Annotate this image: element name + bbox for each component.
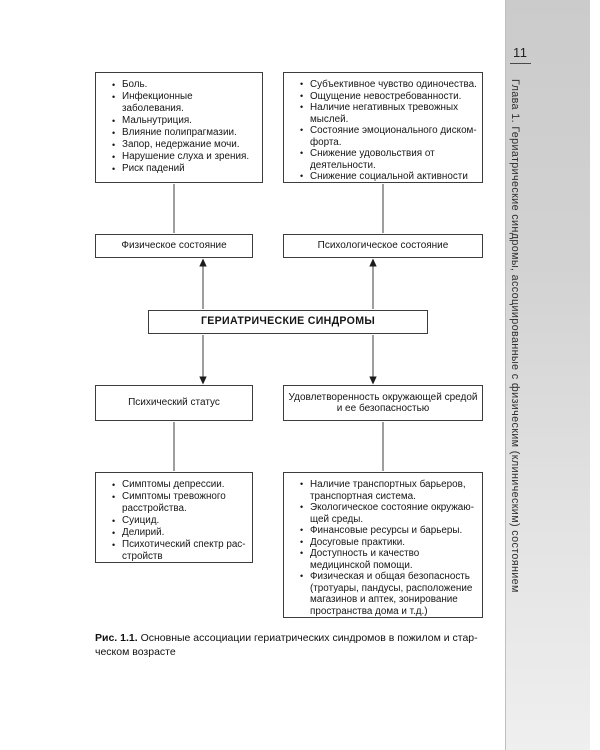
page-margin-strip: 11 Глава 1. Гериатрические синдромы, асс… xyxy=(505,0,590,750)
list-item: Наличие негативных тревожных мыс­лей. xyxy=(300,102,477,125)
environment-factors-list: Наличие транспортных барьеров, транспорт… xyxy=(284,473,482,617)
figure-caption: Рис. 1.1. Основные ассоциации гериатриче… xyxy=(95,631,491,659)
arrow-up-icon xyxy=(199,258,207,267)
list-item: Физическая и общая безопасность (тротуар… xyxy=(300,571,477,617)
list-item: Симптомы тревожного рас­стройства. xyxy=(112,491,247,515)
list-item: Симптомы депрессии. xyxy=(112,479,247,491)
chapter-header-vertical: Глава 1. Гериатрические синдромы, ассоци… xyxy=(509,79,521,593)
caption-text: Основные ассоциации гериатрических синдр… xyxy=(95,632,478,658)
list-item: Боль. xyxy=(112,79,257,91)
page-number: 11 xyxy=(510,45,531,64)
physical-factors-box: Боль.Инфекционные заболевания.Мальнутриц… xyxy=(95,72,263,183)
list-item: Запор, недержание мочи. xyxy=(112,139,257,151)
list-item: Доступность и качество медицинской помощ… xyxy=(300,548,477,571)
mental-factors-box: Симптомы депрессии.Симптомы тревожного р… xyxy=(95,472,253,563)
geriatric-syndromes-node: ГЕРИАТРИЧЕСКИЕ СИНДРОМЫ xyxy=(148,310,428,334)
list-item: Снижение социальной активности xyxy=(300,171,477,182)
list-item: Влияние полипрагмазии. xyxy=(112,127,257,139)
list-item: Финансовые ресурсы и барьеры. xyxy=(300,525,477,537)
caption-label: Рис. 1.1. xyxy=(95,632,138,644)
environment-factors-box: Наличие транспортных барьеров, транспорт… xyxy=(283,472,483,618)
arrow-down-icon xyxy=(369,376,377,385)
mental-factors-list: Симптомы депрессии.Симптомы тревожного р… xyxy=(96,473,252,562)
list-item: Ощущение невостребованности. xyxy=(300,91,477,103)
list-item: Делирий. xyxy=(112,527,247,539)
physical-state-label: Физическое состояние xyxy=(95,234,253,258)
list-item: Наличие транспортных барьеров, транспорт… xyxy=(300,479,477,502)
environment-satisfaction-label: Удовлетворенность окружающей средой и ее… xyxy=(283,385,483,421)
physical-factors-list: Боль.Инфекционные заболевания.Мальнутриц… xyxy=(96,73,262,175)
list-item: Инфекционные заболевания. xyxy=(112,91,257,115)
mental-status-label: Психический статус xyxy=(95,385,253,421)
psychological-factors-list: Субъективное чувство одиночества.Ощущени… xyxy=(284,73,482,182)
arrow-up-icon xyxy=(369,258,377,267)
psychological-factors-box: Субъективное чувство одиночества.Ощущени… xyxy=(283,72,483,183)
list-item: Психотический спектр рас­стройств xyxy=(112,539,247,562)
list-item: Суицид. xyxy=(112,515,247,527)
arrow-down-icon xyxy=(199,376,207,385)
list-item: Снижение удовольствия от деятельно­сти. xyxy=(300,148,477,171)
list-item: Мальнутриция. xyxy=(112,115,257,127)
list-item: Состояние эмоционального диском­форта. xyxy=(300,125,477,148)
psychological-state-label: Психологическое состояние xyxy=(283,234,483,258)
list-item: Досуговые практики. xyxy=(300,537,477,549)
list-item: Риск падений xyxy=(112,163,257,175)
list-item: Экологическое состояние окружаю­щей сред… xyxy=(300,502,477,525)
list-item: Нарушение слуха и зрения. xyxy=(112,151,257,163)
list-item: Субъективное чувство одиночества. xyxy=(300,79,477,91)
